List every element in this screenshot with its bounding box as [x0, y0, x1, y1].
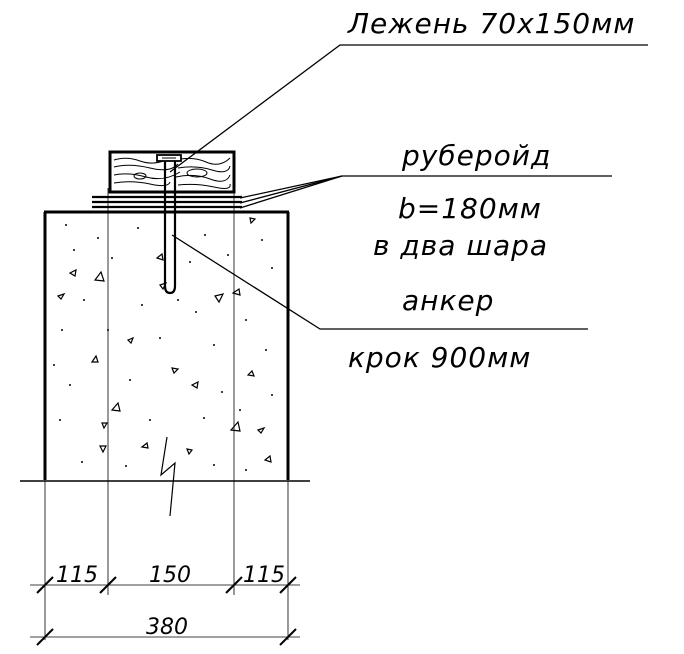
anchor-bolt — [156, 154, 182, 295]
material-width-label: b=180мм — [398, 192, 542, 225]
concrete-hatching — [56, 217, 272, 463]
dim-total-label: 380 — [146, 615, 188, 640]
dimension-lines — [30, 481, 300, 646]
concrete-dots — [53, 224, 273, 471]
roofing-felt-layers — [92, 195, 242, 209]
concrete-foundation — [20, 210, 310, 482]
material-label: руберойд — [402, 139, 552, 172]
material-layers-label: в два шара — [373, 229, 549, 262]
beam-guide-lines — [107, 188, 235, 595]
beam-label: Лежень 70х150мм — [348, 7, 636, 40]
break-line — [160, 436, 176, 517]
leader-lines — [169, 44, 648, 330]
anchor-label: анкер — [402, 284, 495, 317]
anchor-step-label: крок 900мм — [348, 341, 532, 374]
dim-left-label: 115 — [56, 563, 98, 588]
dim-right-label: 115 — [243, 563, 285, 588]
dim-middle-label: 150 — [149, 563, 191, 588]
